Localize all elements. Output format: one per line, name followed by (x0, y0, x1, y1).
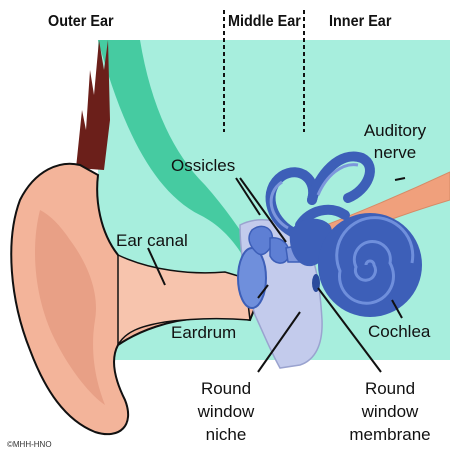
middle-ear-heading: Middle Ear (228, 14, 301, 30)
cochlea-body (318, 213, 422, 317)
auditory-nerve-label: Auditory nerve (350, 122, 440, 161)
eardrum-membrane (238, 248, 266, 308)
auditory-nerve-label-line2: nerve (350, 144, 440, 161)
eardrum-label: Eardrum (171, 324, 236, 341)
ear-canal-label: Ear canal (116, 232, 188, 249)
round-window-membrane-line2: window (335, 403, 445, 420)
outer-ear-heading: Outer Ear (48, 14, 114, 30)
cochlea-label: Cochlea (368, 323, 430, 340)
round-window-membrane-line3: membrane (335, 426, 445, 443)
round-window-niche-label: Round window niche (186, 380, 266, 443)
auditory-nerve-label-line1: Auditory (350, 122, 440, 139)
round-window-niche-line1: Round (186, 380, 266, 397)
copyright-notice: ©MHH-HNO (7, 440, 52, 449)
round-window-membrane-line1: Round (335, 380, 445, 397)
ossicles-label: Ossicles (171, 157, 235, 174)
round-window-niche-line3: niche (186, 426, 266, 443)
round-window-niche-line2: window (186, 403, 266, 420)
inner-ear-heading: Inner Ear (329, 14, 391, 30)
round-window-membrane-label: Round window membrane (335, 380, 445, 443)
